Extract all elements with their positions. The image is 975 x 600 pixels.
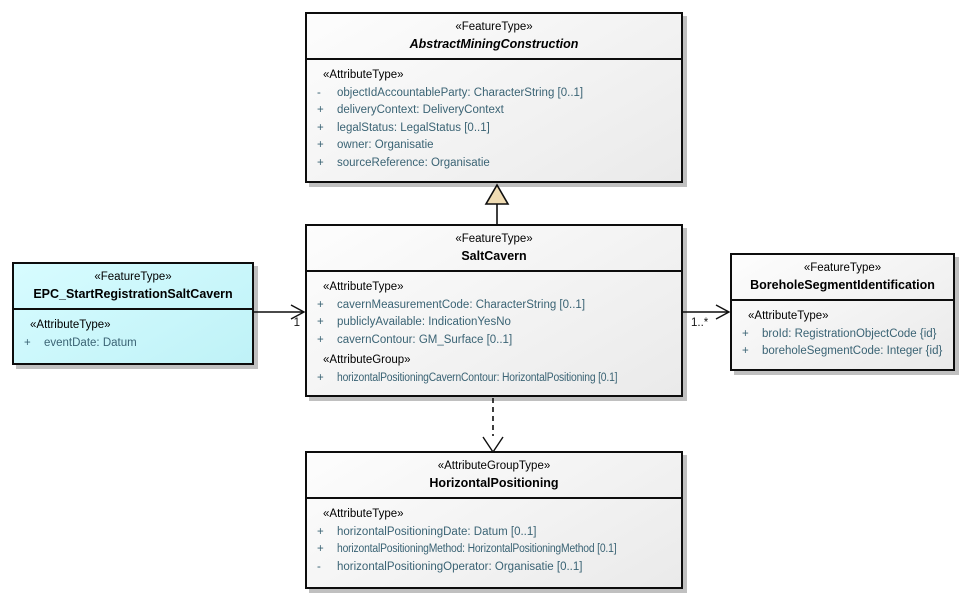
attribute-text: horizontalPositioningDate: Datum [0..1]: [337, 525, 537, 538]
open-arrowhead-down-icon: [482, 436, 504, 453]
stereotype-label: «FeatureType»: [94, 271, 172, 283]
attribute-text: eventDate: Datum: [44, 336, 137, 349]
visibility-marker: +: [317, 156, 324, 169]
class-name: HorizontalPositioning: [429, 476, 559, 490]
attribute-row: + owner: Organisatie: [314, 137, 677, 155]
generalization-triangle-icon: [484, 183, 510, 205]
attribute-row: + publiclyAvailable: IndicationYesNo: [314, 314, 677, 332]
visibility-marker: +: [317, 298, 324, 311]
attribute-row: + horizontalPositioningDate: Datum [0..1]: [314, 524, 677, 542]
section-header: «AttributeGroup»: [323, 354, 411, 366]
attribute-row: - horizontalPositioningOperator: Organisa…: [314, 559, 677, 577]
attribute-row: - objectIdAccountableParty: CharacterStri…: [314, 85, 677, 103]
attribute-row: + cavernMeasurementCode: CharacterString …: [314, 297, 677, 315]
class-box-epc-start-registration-salt-cavern: «FeatureType» EPC_StartRegistrationSaltC…: [12, 262, 254, 365]
dependency-connector-saltcavern-horizontalpositioning: [482, 398, 504, 453]
visibility-marker: +: [317, 525, 324, 538]
section-header: «AttributeType»: [748, 310, 829, 322]
multiplicity-label-saltcavern-borehole: 1..*: [691, 317, 709, 329]
visibility-marker: +: [317, 139, 324, 151]
stereotype-label: «FeatureType»: [803, 262, 882, 274]
class-header: «FeatureType» AbstractMiningConstruction: [307, 14, 681, 60]
attribute-row: + broId: RegistrationObjectCode {id}: [739, 326, 949, 344]
attribute-text: sourceReference: Organisatie: [337, 156, 490, 169]
stereotype-label: «AttributeGroupType»: [437, 460, 551, 472]
attribute-text: horizontalPositioningMethod: HorizontalP…: [337, 543, 617, 555]
attribute-text: boreholeSegmentCode: Integer {id}: [762, 345, 943, 357]
attributes-compartment: «AttributeType» + cavernMeasurementCode: C…: [307, 272, 681, 387]
visibility-marker: -: [317, 86, 321, 99]
attribute-text: deliveryContext: DeliveryContext: [337, 104, 504, 116]
section-header: «AttributeType»: [323, 69, 404, 81]
attributes-compartment: «AttributeType»- objectIdAccountableParty…: [307, 60, 681, 172]
attribute-row: + legalStatus: LegalStatus [0..1]: [314, 120, 677, 138]
visibility-marker: +: [742, 327, 749, 340]
visibility-marker: -: [317, 560, 321, 573]
attribute-text: horizontalPositioningCavernContour: Hori…: [337, 371, 618, 384]
class-header: «FeatureType» BoreholeSegmentIdentificat…: [732, 255, 953, 301]
section-header: «AttributeType»: [30, 319, 111, 331]
attribute-row: + horizontalPositioningCavernContour: Hor…: [314, 370, 677, 388]
attribute-row: + eventDate: Datum: [21, 335, 248, 353]
attributes-compartment: «AttributeType» + broId: RegistrationObjec…: [732, 301, 953, 361]
attribute-row: + boreholeSegmentCode: Integer {id}: [739, 343, 949, 361]
class-box-salt-cavern: «FeatureType» SaltCavern «AttributeType»…: [305, 224, 683, 397]
attributes-compartment: «AttributeType» + eventDate: Datum: [14, 310, 252, 352]
stereotype-label: «FeatureType»: [455, 233, 533, 245]
attribute-text: objectIdAccountableParty: CharacterStrin…: [337, 86, 584, 99]
visibility-marker: +: [317, 104, 324, 116]
generalization-connector-saltcavern-abstractminingconstruction: [484, 183, 510, 224]
class-name: EPC_StartRegistrationSaltCavern: [33, 287, 233, 301]
class-box-horizontal-positioning: «AttributeGroupType» HorizontalPositioni…: [305, 451, 683, 589]
class-name: BoreholeSegmentIdentification: [750, 278, 935, 292]
attribute-row: + horizontalPositioningMethod: Horizontal…: [314, 541, 677, 559]
class-box-borehole-segment-identification: «FeatureType» BoreholeSegmentIdentificat…: [730, 253, 955, 371]
visibility-marker: +: [317, 333, 324, 346]
attribute-row: + deliveryContext: DeliveryContext: [314, 102, 677, 120]
visibility-marker: +: [317, 121, 324, 134]
visibility-marker: +: [742, 345, 749, 357]
multiplicity-label-epc-saltcavern: 1: [293, 317, 300, 329]
attribute-row: + sourceReference: Organisatie: [314, 155, 677, 173]
attribute-text: cavernContour: GM_Surface [0..1]: [337, 333, 513, 346]
visibility-marker: +: [317, 543, 324, 555]
section-header: «AttributeType»: [323, 281, 404, 293]
class-box-abstract-mining-construction: «FeatureType» AbstractMiningConstruction…: [305, 12, 683, 183]
class-name: AbstractMiningConstruction: [409, 37, 579, 51]
attribute-row: + cavernContour: GM_Surface [0..1]: [314, 332, 677, 350]
class-header: «FeatureType» EPC_StartRegistrationSaltC…: [14, 264, 252, 310]
attribute-text: broId: RegistrationObjectCode {id}: [762, 327, 937, 340]
visibility-marker: +: [317, 371, 324, 384]
attribute-text: legalStatus: LegalStatus [0..1]: [337, 121, 490, 134]
class-name: SaltCavern: [461, 249, 527, 263]
section-header: «AttributeType»: [323, 508, 404, 520]
attribute-text: horizontalPositioningOperator: Organisat…: [337, 560, 583, 573]
visibility-marker: +: [317, 316, 324, 328]
visibility-marker: +: [24, 336, 31, 349]
attributes-compartment: «AttributeType» + horizontalPositioningDat…: [307, 499, 681, 576]
attribute-text: cavernMeasurementCode: CharacterString […: [337, 298, 586, 311]
open-arrowhead-icon: [715, 304, 731, 320]
stereotype-label: «FeatureType»: [455, 21, 533, 33]
attribute-text: publiclyAvailable: IndicationYesNo: [337, 316, 511, 328]
class-header: «AttributeGroupType» HorizontalPositioni…: [307, 453, 681, 499]
attribute-text: owner: Organisatie: [337, 139, 434, 151]
class-header: «FeatureType» SaltCavern: [307, 226, 681, 272]
